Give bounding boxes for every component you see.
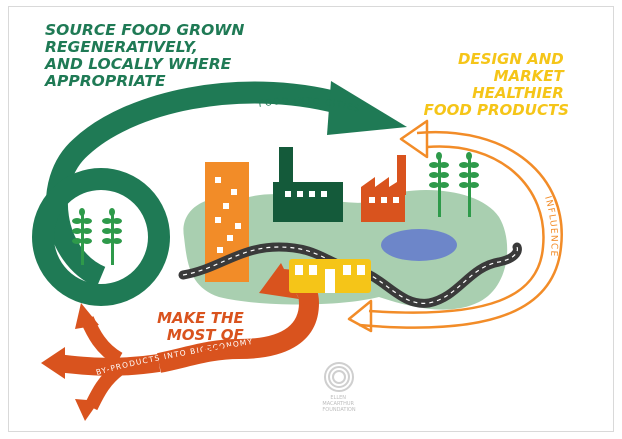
tree-icon: [102, 208, 122, 265]
shop-icon: [289, 259, 371, 293]
design-market-heading: DESIGN AND MARKET HEALTHIER FOOD PRODUCT…: [424, 50, 569, 119]
make-most-heading: MAKE THE MOST OF FOOD: [157, 309, 249, 361]
tree-icon: [459, 152, 479, 217]
building-windows: [215, 177, 241, 253]
land-area: [183, 190, 508, 310]
road-markings: [182, 246, 519, 304]
source-food-heading: SOURCE FOOD GROWN REGENERATIVELY, AND LO…: [44, 21, 250, 90]
byproducts-arrowhead-down: [75, 399, 99, 421]
food-system-diagram: FOOD INTO CITIES INFLUENCE BY-PRODUCTS I…: [32, 21, 569, 421]
food-into-cities-arrow: [45, 81, 342, 288]
influence-loop: [358, 130, 563, 329]
lake: [381, 229, 457, 261]
logo-text: ELLEN MACARTHUR FOUNDATION: [322, 395, 355, 413]
tree-icon: [429, 152, 449, 217]
factory-icon: [273, 147, 343, 222]
farm-circle: [32, 168, 170, 306]
influence-arrowhead-top: [399, 119, 429, 159]
diagram-frame: FOOD INTO CITIES INFLUENCE BY-PRODUCTS I…: [8, 6, 614, 432]
ellen-macarthur-logo: ELLEN MACARTHUR FOUNDATION: [322, 362, 356, 413]
influence-arrowhead-bottom: [347, 299, 373, 333]
byproducts-arrowhead-up: [75, 303, 99, 329]
byproducts-arrowhead-left: [41, 347, 65, 379]
processing-plant-icon: [361, 155, 406, 222]
make-most-of-food-arrow: [157, 302, 319, 373]
influence-loop-inner: [368, 145, 545, 314]
food-into-cities-arrowhead: [327, 81, 407, 135]
byproducts-arrow: [55, 354, 161, 376]
tree-icon: [72, 208, 92, 265]
